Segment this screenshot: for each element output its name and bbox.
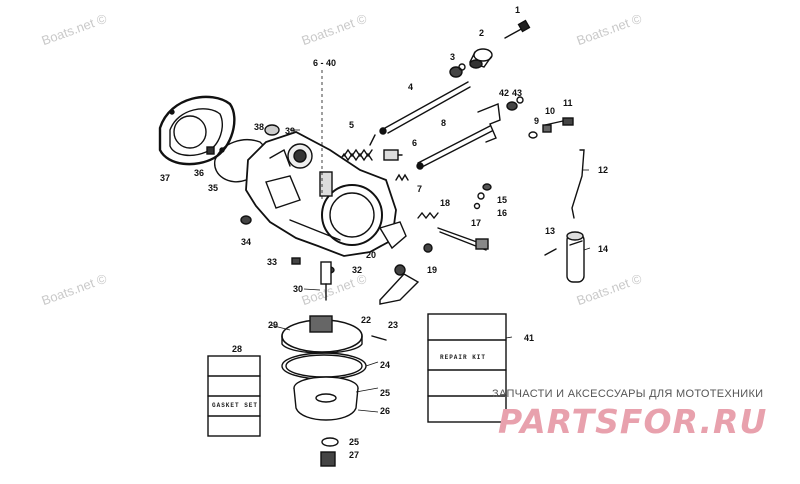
part-label: 8: [441, 118, 447, 128]
gasket-set-label: GASKET SET: [212, 402, 259, 409]
part-label: 9: [534, 116, 540, 126]
part-body-20: [245, 131, 407, 257]
part-33: [291, 257, 301, 265]
part-shaft-8: [416, 103, 501, 170]
part-label: 15: [497, 195, 508, 205]
part-float-14: [566, 231, 585, 283]
part-10: [542, 124, 552, 133]
part-label: 3: [450, 52, 456, 62]
part-pin-23: [371, 335, 387, 341]
part-label: 28: [232, 344, 243, 354]
part-label: 4: [408, 82, 414, 92]
part-19: [423, 243, 433, 253]
part-label: 41: [524, 333, 535, 343]
repair-kit-label: REPAIR KIT: [440, 354, 487, 361]
part-cover-29: [281, 315, 363, 354]
part-label: 11: [563, 98, 573, 108]
part-label: 2: [479, 28, 485, 38]
part-label: 42: [499, 88, 510, 98]
part-spring-5: [339, 134, 376, 162]
part-label: 22: [361, 315, 372, 325]
part-screw-11: [544, 117, 574, 126]
part-washer-25: [321, 437, 339, 447]
part-label: 23: [388, 320, 399, 330]
part-22: [379, 264, 420, 305]
part-screw-36: [206, 146, 215, 155]
part-spring-18: [417, 211, 439, 220]
part-shaft-4: [379, 81, 471, 135]
part-label: 10: [545, 106, 556, 116]
part-gasket-37: [158, 95, 236, 166]
part-label: 14: [598, 244, 609, 254]
part-screw-17: [437, 227, 489, 251]
gasket-set-box: [207, 355, 261, 437]
part-label: 32: [352, 265, 363, 275]
part-label: 5: [349, 120, 355, 130]
part-label: 13: [545, 226, 556, 236]
part-label: 6 - 40: [313, 58, 337, 68]
part-rod-12: [571, 149, 585, 219]
part-label: 33: [267, 257, 278, 267]
part-label: 37: [160, 173, 171, 183]
part-label: 1: [515, 5, 521, 15]
part-label: 17: [471, 218, 482, 228]
part-needle-30: [320, 261, 332, 301]
part-label: 43: [512, 88, 523, 98]
part-6: [383, 149, 403, 161]
part-label: 12: [598, 165, 609, 175]
part-label: 26: [380, 406, 391, 416]
part-bowl-26: [293, 376, 359, 421]
part-label: 39: [285, 126, 296, 136]
part-plug-39: [264, 124, 280, 136]
part-label: 24: [380, 360, 391, 370]
part-label: 7: [417, 184, 423, 194]
part-pin-13: [544, 248, 557, 256]
part-9b: [473, 183, 492, 210]
part-label: 34: [241, 237, 252, 247]
brand-tagline: ЗАПЧАСТИ И АКСЕССУАРЫ ДЛЯ МОТОТЕХНИКИ: [492, 388, 764, 400]
part-label: 6: [412, 138, 418, 148]
part-label: 16: [497, 208, 508, 218]
part-screw-27: [320, 451, 336, 467]
repair-kit-box: [427, 313, 507, 423]
part-lever-42-43: [506, 96, 524, 111]
brand-logo: PARTSFOR.RU: [498, 402, 768, 441]
part-3: [449, 63, 466, 78]
part-label: 20: [366, 250, 377, 260]
part-label: 30: [293, 284, 304, 294]
part-screw-1: [504, 19, 531, 39]
part-label: 35: [208, 183, 219, 193]
part-label: 27: [349, 450, 360, 460]
part-label: 18: [440, 198, 451, 208]
part-label: 25: [349, 437, 360, 447]
part-label: 25: [380, 388, 391, 398]
part-9: [528, 131, 538, 139]
part-label: 19: [427, 265, 438, 275]
part-bushing-2: [469, 48, 493, 69]
part-label: 38: [254, 122, 265, 132]
part-spring-7: [395, 173, 409, 182]
part-34: [240, 215, 252, 225]
part-gasket-24: [281, 352, 367, 380]
part-label: 36: [194, 168, 205, 178]
part-label: 29: [268, 320, 279, 330]
